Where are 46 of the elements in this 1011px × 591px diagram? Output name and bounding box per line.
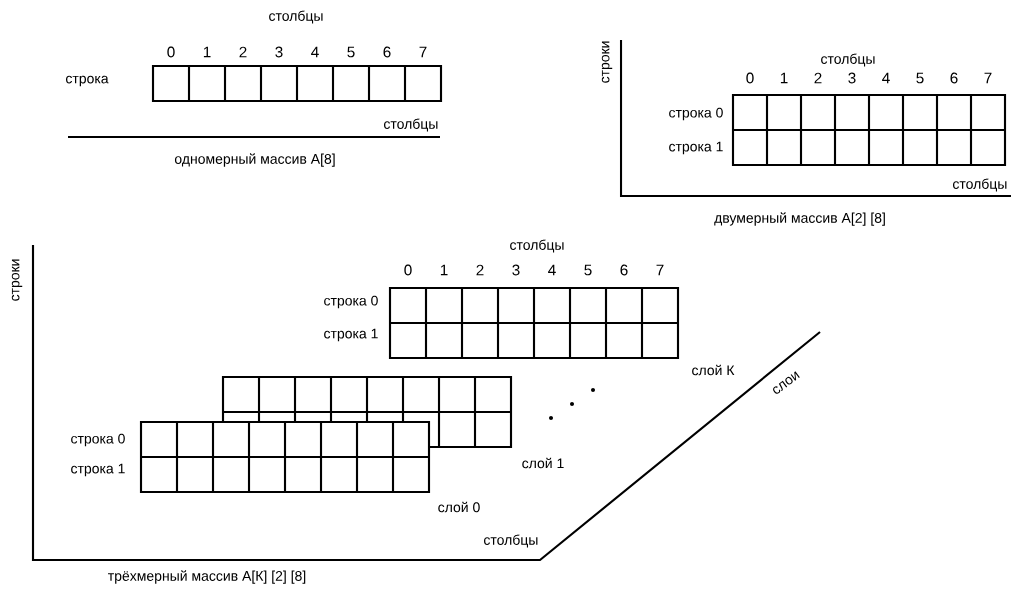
column-index: 6 [383,46,391,58]
column-index: 4 [882,72,890,84]
array-caption: двумерный массив A[2] [8] [714,212,885,226]
column-index: 1 [440,264,448,276]
axis-label: столбцы [484,534,538,548]
row-label: строка 0 [669,107,723,121]
column-index: 4 [311,46,319,58]
column-index: 0 [746,72,754,84]
axis-label: строки [11,259,23,301]
axis-label: слои [773,371,800,394]
row-label: строка [66,75,109,87]
column-index: 1 [780,72,788,84]
column-index: 5 [584,264,592,276]
column-index: 3 [275,46,283,58]
column-index: 7 [419,46,427,58]
column-index: 2 [239,46,247,58]
column-index: 3 [848,72,856,84]
axis-label: столбцы [269,10,323,24]
row-label: строка 1 [324,328,378,342]
axis-label: строки [601,41,613,83]
row-label: строка 1 [669,141,723,155]
layer-label: слой К [692,364,735,376]
column-index: 6 [950,72,958,84]
axis-label: столбцы [384,118,438,132]
row-label: строка 0 [71,433,125,447]
column-index: 0 [404,264,412,276]
column-index: 7 [984,72,992,84]
axis-label: столбцы [821,53,875,67]
row-label: строка 1 [71,463,125,477]
array-caption: одномерный массив A[8] [174,153,335,167]
layer-label: слой 0 [438,501,480,513]
column-index: 7 [656,264,664,276]
column-index: 5 [916,72,924,84]
axis-label: столбцы [510,239,564,253]
column-index: 1 [203,46,211,58]
column-index: 2 [814,72,822,84]
column-index: 3 [512,264,520,276]
layer-label: слой 1 [522,457,564,469]
column-index: 6 [620,264,628,276]
axis-label: столбцы [953,178,1007,192]
column-index: 5 [347,46,355,58]
column-index: 0 [167,46,175,58]
column-index: 4 [548,264,556,276]
array-caption: трёхмерный массив A[К] [2] [8] [108,570,306,584]
column-index: 2 [476,264,484,276]
row-label: строка 0 [324,295,378,309]
